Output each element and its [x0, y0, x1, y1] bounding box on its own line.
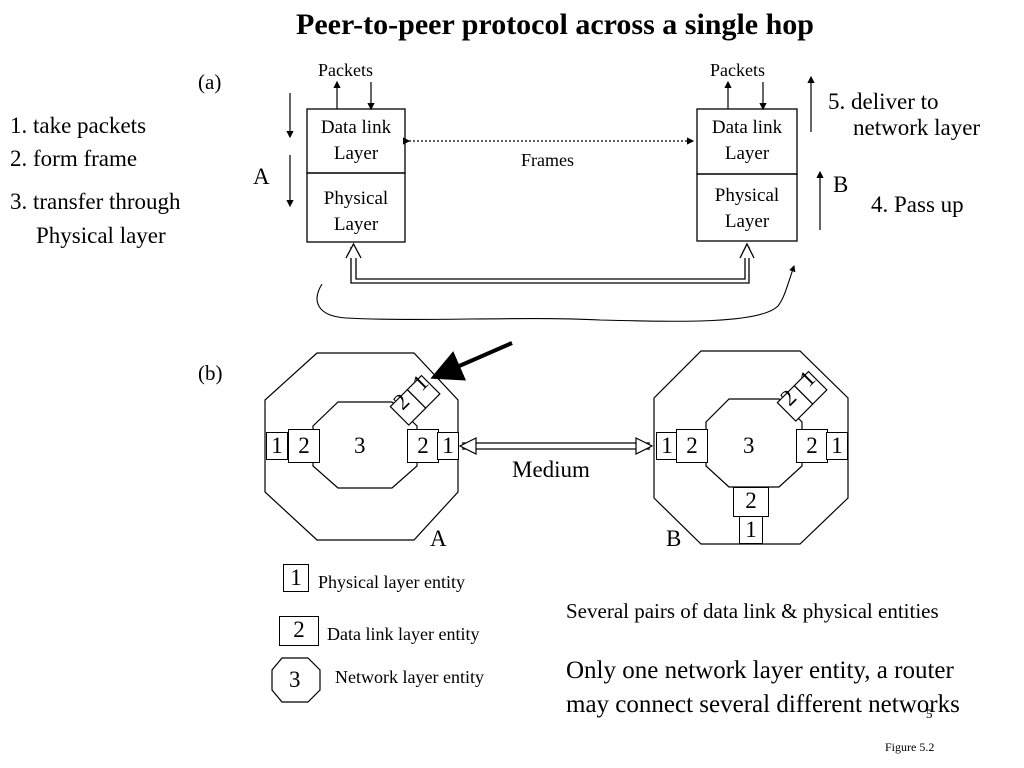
note-only-one-line2: may connect several different networks [566, 691, 960, 718]
part-b-label: (b) [198, 361, 223, 385]
physical-link-inner [355, 252, 746, 280]
part-a-label: (a) [198, 70, 222, 94]
router-a-datalink-right: 2 [407, 429, 439, 463]
router-b-physical-left: 1 [656, 432, 678, 460]
note-several-pairs: Several pairs of data link & physical en… [566, 599, 939, 623]
legend-physical-symbol: 1 [283, 564, 309, 592]
router-a-physical-left: 1 [266, 432, 288, 460]
note-only-one-line1: Only one network layer entity, a router [566, 657, 954, 684]
physical-box-right [696, 173, 798, 242]
step-pass-up: 4. Pass up [871, 192, 964, 217]
router-a-network-entity: 3 [354, 433, 366, 458]
physical-box-left [306, 172, 406, 243]
physical-link [350, 247, 750, 284]
router-b-outer-octagon [653, 350, 849, 545]
legend-network-symbol: 3 [289, 667, 301, 692]
step-network-layer: network layer [853, 115, 981, 140]
node-b-label-top: B [833, 172, 849, 197]
pointer-arrow [430, 341, 513, 381]
step-deliver: 5. deliver to [828, 89, 939, 114]
medium-label: Medium [512, 457, 590, 482]
step-form-frame: 2. form frame [10, 146, 138, 171]
router-b-rotated-physical-box [793, 370, 828, 405]
router-b-physical-right: 1 [826, 432, 848, 460]
router-a-datalink-left: 2 [288, 429, 320, 463]
router-b-datalink-bottom: 2 [733, 487, 769, 517]
router-b-network-entity: 3 [743, 433, 755, 458]
router-a-label: A [430, 526, 447, 551]
medium-arrow-left-head [458, 437, 477, 455]
legend-network-octagon [271, 657, 321, 703]
legend-physical-text: Physical layer entity [318, 572, 465, 592]
medium-arrow-right-head [635, 437, 654, 455]
packets-label-left: Packets [318, 60, 373, 80]
router-b-physical-bottom: 1 [739, 516, 763, 544]
router-b-datalink-left: 2 [676, 429, 708, 463]
legend-network-text: Network layer entity [335, 667, 484, 687]
step-take-packets: 1. take packets [10, 113, 147, 138]
legend-datalink-symbol: 2 [279, 616, 319, 646]
brace-curve [316, 264, 796, 322]
router-a-rotated-physical-box [406, 374, 441, 409]
frames-label: Frames [521, 150, 574, 170]
router-b-datalink-right: 2 [796, 429, 828, 463]
legend-datalink-text: Data link layer entity [327, 624, 480, 644]
router-a-outer-octagon [264, 352, 459, 541]
step-transfer: 3. transfer through [10, 189, 181, 214]
router-b-label: B [666, 526, 682, 551]
figure-caption: Figure 5.2 [885, 740, 935, 754]
slide-title: Peer-to-peer protocol across a single ho… [296, 8, 814, 41]
node-a-label-top: A [253, 164, 270, 189]
router-a-physical-right: 1 [437, 432, 459, 460]
stray-digit: 5 [926, 706, 933, 721]
step-physical-layer: Physical layer [36, 223, 166, 248]
packets-label-right: Packets [710, 60, 765, 80]
